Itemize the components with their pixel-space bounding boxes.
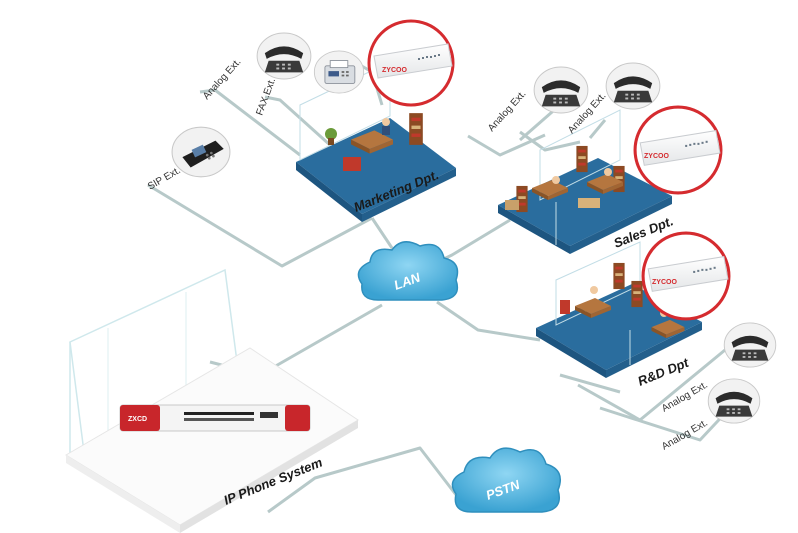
sales-analog-phone-1-icon xyxy=(533,66,589,114)
ip-pbx-device: ZXCD xyxy=(119,404,311,432)
pbx-brand-label: ZXCD xyxy=(128,416,147,423)
sales-room xyxy=(498,109,672,254)
marketing-fax-icon xyxy=(313,50,365,94)
rnd-analog-phone-1-icon xyxy=(723,322,777,368)
sales-analog-label-1: Analog Ext. xyxy=(486,89,528,134)
rnd-analog-label-2: Analog Ext. xyxy=(660,417,710,452)
sales-gateway-icon: ZYCOO xyxy=(633,105,723,195)
lan-cloud: LAN xyxy=(357,241,459,301)
sales-analog-phone-2-icon xyxy=(605,62,661,110)
core-room xyxy=(65,268,359,533)
rnd-gateway-brand: ZYCOO xyxy=(652,279,677,286)
marketing-gateway-brand: ZYCOO xyxy=(382,67,407,74)
sales-gateway-brand: ZYCOO xyxy=(644,153,669,160)
marketing-gateway-icon: ZYCOO xyxy=(367,19,455,107)
marketing-sip-phone-icon xyxy=(171,126,231,178)
marketing-sip-label: SIP Ext. xyxy=(146,165,183,193)
marketing-analog-phone-icon xyxy=(256,32,312,80)
marketing-fax-label: FAX.Ext. xyxy=(254,77,278,117)
rnd-gateway-icon: ZYCOO xyxy=(641,231,731,321)
pstn-cloud: PSTN xyxy=(451,447,561,513)
rnd-analog-phone-2-icon xyxy=(707,378,761,424)
